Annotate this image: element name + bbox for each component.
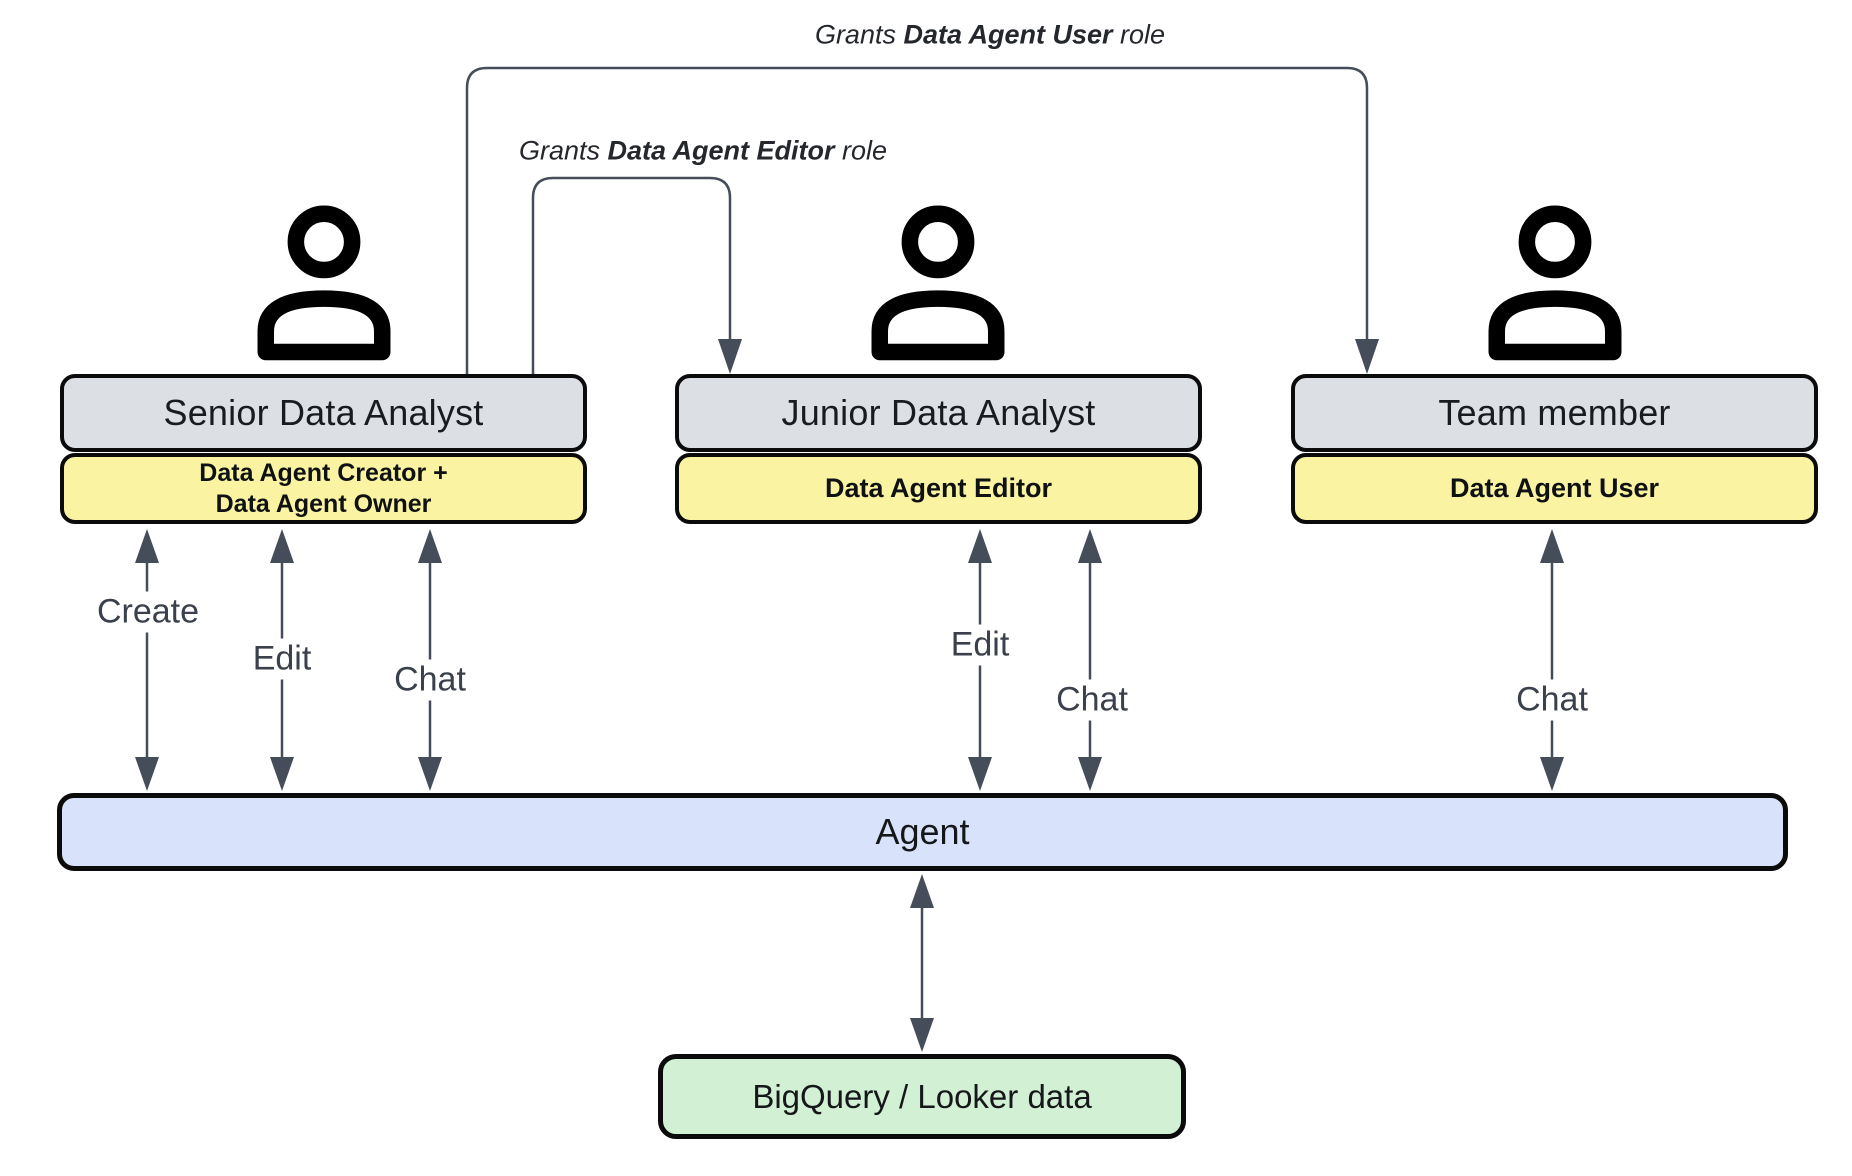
agent-bar: Agent xyxy=(57,793,1788,871)
team-member-name: Team member xyxy=(1438,392,1671,433)
junior-chat-arrow xyxy=(1078,529,1102,791)
grant-editor-label: Grants Data Agent Editor role xyxy=(518,135,888,166)
grant-user-label: Grants Data Agent User role xyxy=(814,19,1166,50)
grant-user-arrowhead xyxy=(1355,339,1379,374)
create-arrow xyxy=(135,529,159,791)
team-member-role-badge: Data Agent User xyxy=(1291,453,1818,524)
senior-role-line-1: Data Agent Creator + xyxy=(199,459,448,487)
person-icon xyxy=(1488,205,1622,361)
create-label: Create xyxy=(88,591,208,633)
senior-analyst-box: Senior Data Analyst xyxy=(60,374,587,452)
team-member-box: Team member xyxy=(1291,374,1818,452)
junior-chat-label: Chat xyxy=(1048,679,1136,721)
grant-editor-arrowhead xyxy=(718,339,742,374)
junior-analyst-box: Junior Data Analyst xyxy=(675,374,1202,452)
senior-analyst-name: Senior Data Analyst xyxy=(163,392,484,433)
senior-analyst-role-badge: Data Agent Creator + Data Agent Owner xyxy=(60,453,587,524)
grant-user-connector xyxy=(465,66,1369,378)
datastore-label: BigQuery / Looker data xyxy=(752,1077,1092,1115)
junior-edit-label: Edit xyxy=(942,624,1018,666)
senior-edit-label: Edit xyxy=(244,638,320,680)
junior-analyst-role-badge: Data Agent Editor xyxy=(675,453,1202,524)
agent-datastore-arrow xyxy=(910,874,934,1052)
person-icon xyxy=(871,205,1005,361)
datastore-box: BigQuery / Looker data xyxy=(658,1054,1186,1139)
team-chat-label: Chat xyxy=(1508,679,1596,721)
team-role-line: Data Agent User xyxy=(1449,473,1660,504)
senior-role-line-2: Data Agent Owner xyxy=(215,489,432,518)
junior-role-line: Data Agent Editor xyxy=(824,473,1052,504)
person-icon xyxy=(257,205,391,361)
senior-chat-label: Chat xyxy=(386,659,474,701)
agent-label: Agent xyxy=(875,811,970,852)
grant-editor-connector xyxy=(531,176,732,378)
junior-analyst-name: Junior Data Analyst xyxy=(781,392,1096,433)
team-chat-arrow xyxy=(1540,529,1564,791)
